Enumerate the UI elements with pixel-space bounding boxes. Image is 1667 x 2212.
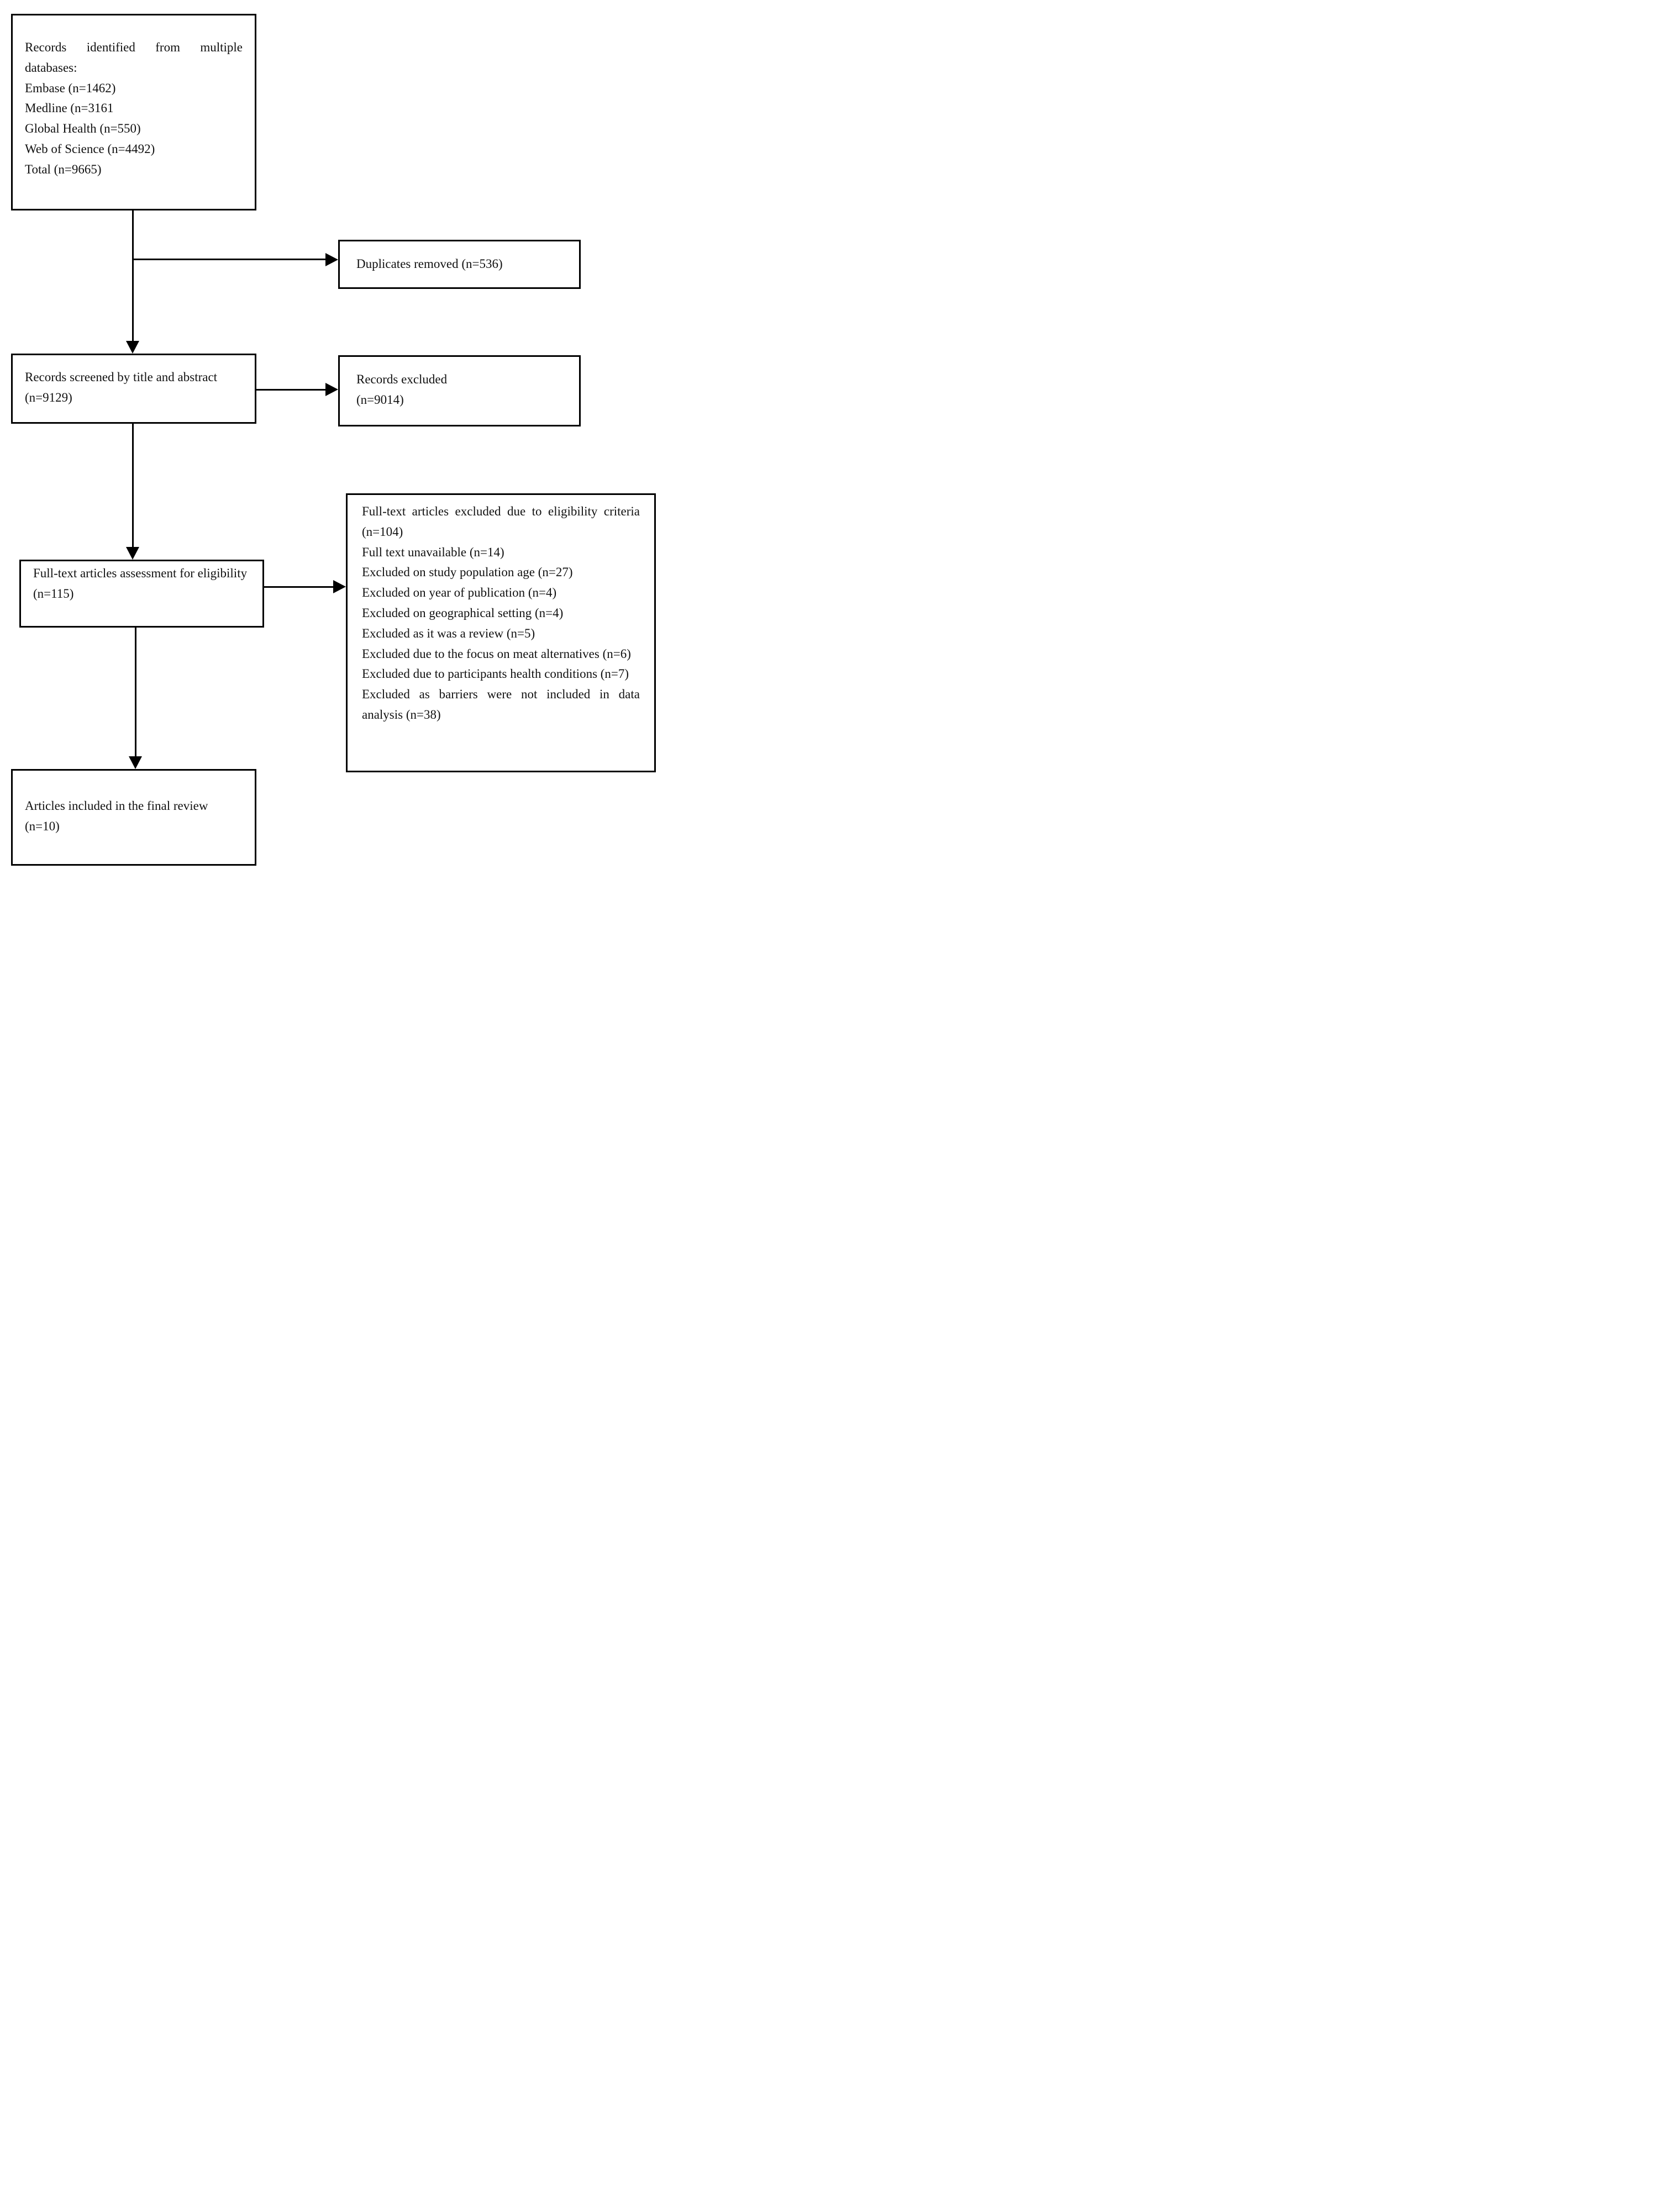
eligibility-count: (n=115) <box>33 586 74 601</box>
duplicates-removed-box: Duplicates removed (n=536) <box>338 240 581 289</box>
eligibility-label: Full-text articles assessment for eligib… <box>33 566 248 580</box>
connector-eligibility-to-included <box>135 628 136 757</box>
connector-screening-to-records-excluded <box>256 389 327 391</box>
excluded-reason-unavailable: Full text unavailable (n=14) <box>362 545 504 559</box>
connector-identification-to-screening <box>132 210 134 341</box>
prisma-flow-diagram: Records identified from multiple databas… <box>0 0 667 885</box>
records-excluded-count: (n=9014) <box>356 392 404 407</box>
excluded-reason-geographical-setting: Excluded on geographical setting (n=4) <box>362 605 564 620</box>
database-count-embase: Embase (n=1462) <box>25 81 116 95</box>
included-count: (n=10) <box>25 819 60 833</box>
eligibility-assessment-box: Full-text articles assessment for eligib… <box>19 560 264 628</box>
records-excluded-box: Records excluded (n=9014) <box>338 355 581 426</box>
excluded-reason-eligibility-criteria: Full-text articles excluded due to eligi… <box>362 504 640 539</box>
arrowhead-down-icon <box>126 547 139 560</box>
arrowhead-right-icon <box>325 253 338 266</box>
connector-screening-to-eligibility <box>132 424 134 547</box>
screening-label: Records screened by title and abstract <box>25 370 218 384</box>
records-excluded-label: Records excluded <box>356 372 448 386</box>
database-count-medline: Medline (n=3161 <box>25 101 114 115</box>
excluded-reason-health-conditions: Excluded due to participants health cond… <box>362 667 629 681</box>
excluded-reason-meat-alternatives: Excluded due to the focus on meat altern… <box>362 646 631 661</box>
connector-eligibility-to-fulltext-excluded <box>264 586 334 588</box>
arrowhead-right-icon <box>325 383 338 396</box>
database-count-web-of-science: Web of Science (n=4492) <box>25 141 155 156</box>
arrowhead-down-icon <box>126 341 139 354</box>
screening-box: Records screened by title and abstract (… <box>11 354 256 424</box>
database-count-total: Total (n=9665) <box>25 162 102 176</box>
identification-box: Records identified from multiple databas… <box>11 14 256 210</box>
arrowhead-right-icon <box>333 580 346 593</box>
included-label: Articles included in the final review <box>25 799 208 813</box>
database-count-global-health: Global Health (n=550) <box>25 122 141 136</box>
excluded-reason-barriers-not-included: Excluded as barriers were not included i… <box>362 687 640 721</box>
excluded-reason-publication-year: Excluded on year of publication (n=4) <box>362 586 557 600</box>
connector-branch-to-duplicates <box>132 259 327 260</box>
fulltext-excluded-box: Full-text articles excluded due to eligi… <box>346 493 656 772</box>
included-box: Articles included in the final review (n… <box>11 769 256 866</box>
arrowhead-down-icon <box>129 756 142 769</box>
screening-count: (n=9129) <box>25 390 72 404</box>
identification-title: Records identified from multiple databas… <box>25 40 243 75</box>
duplicates-removed-label: Duplicates removed (n=536) <box>356 257 503 271</box>
excluded-reason-population-age: Excluded on study population age (n=27) <box>362 565 573 580</box>
excluded-reason-review: Excluded as it was a review (n=5) <box>362 626 535 640</box>
